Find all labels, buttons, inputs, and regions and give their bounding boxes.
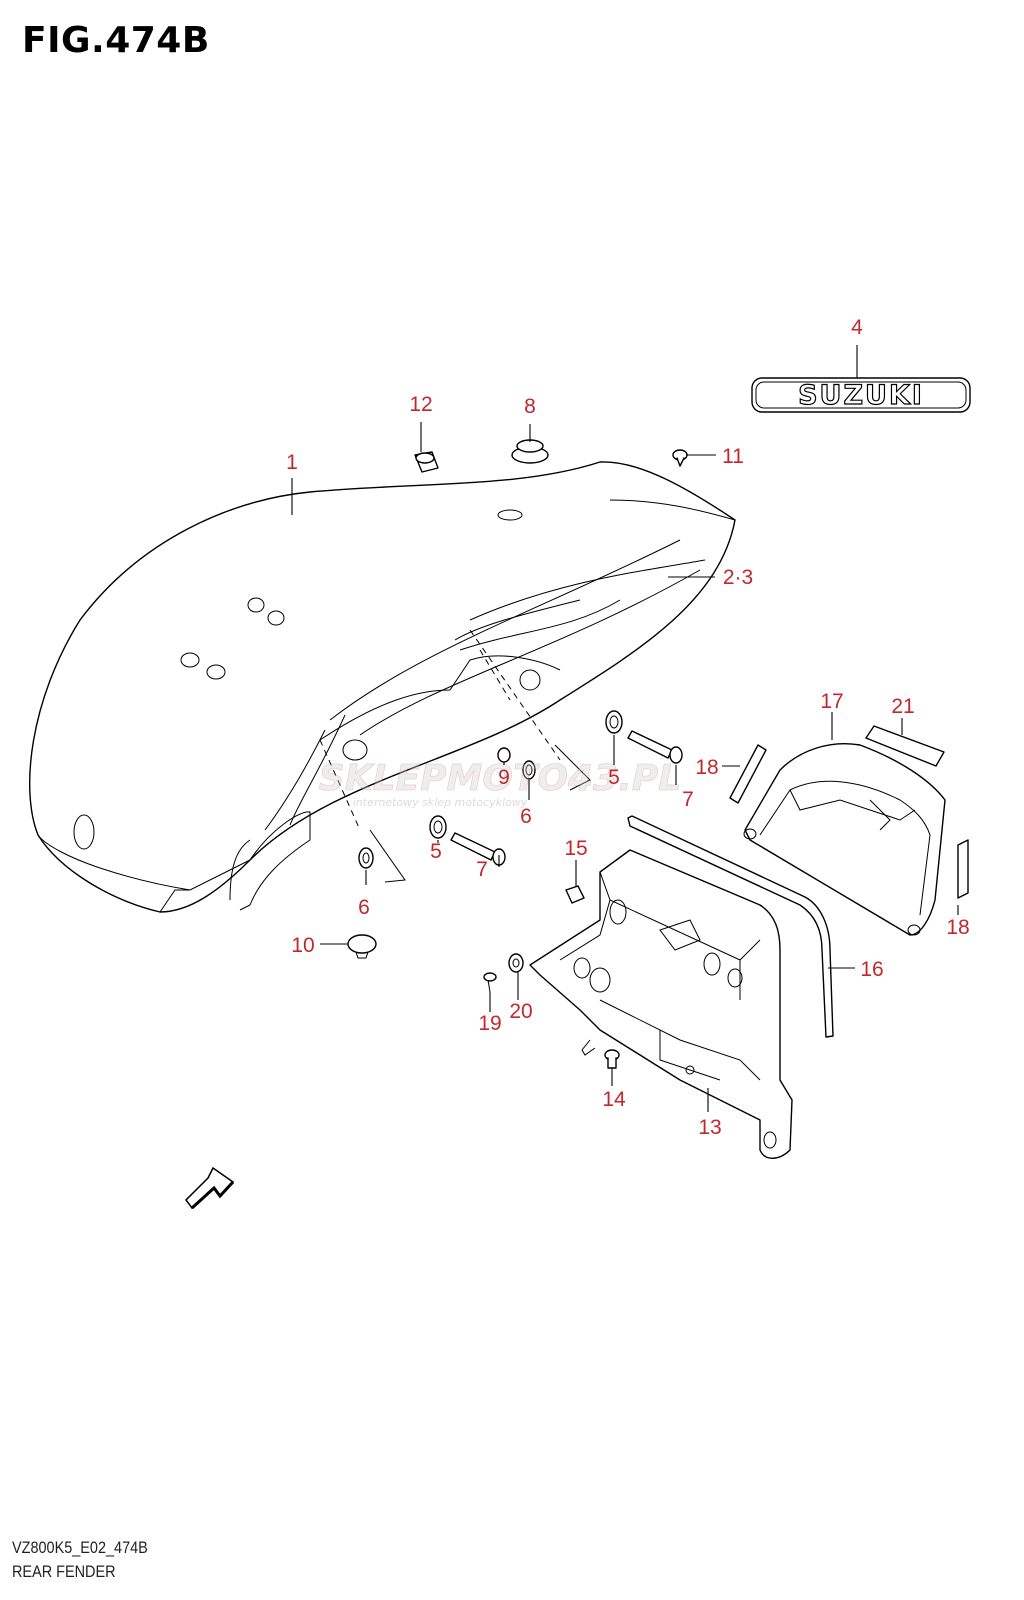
callout-18-right: 18 [946,916,969,939]
callout-11: 11 [722,445,744,468]
callout-5-upper: 5 [608,766,620,789]
callout-19: 19 [478,1012,501,1035]
callout-1: 1 [286,451,298,474]
screw-19-part [483,972,497,993]
callout-20: 20 [509,1000,532,1023]
figure-title: FIG.474B [22,20,210,61]
bolt-14-part [604,1049,620,1069]
suzuki-emblem-text: SUZUKI [798,380,924,411]
callout-7-upper: 7 [682,788,694,811]
washer-20-part [508,953,524,973]
grommet-8-part [511,439,549,464]
pad-21-part [865,725,945,767]
watermark-tagline: internetowy sklep motocyklowy [353,796,528,809]
light-housing-17-part [743,743,946,936]
clip-11-part [672,449,688,467]
suzuki-emblem-part: SUZUKI [751,377,971,413]
callout-labels: 1 2·3 4 5 5 6 6 6 7 7 8 9 10 11 12 13 14… [286,316,970,1139]
callout-12: 12 [409,393,432,416]
rod-16-part [627,815,834,1038]
figure-name: REAR FENDER [12,1562,116,1581]
callout-14: 14 [602,1088,626,1111]
callout-6-lower: 6 [358,896,370,919]
callout-9: 9 [498,766,510,789]
callout-5-lower: 5 [430,840,442,863]
watermark: SKLEPMOTO43.PL internetowy sklep motocyk… [318,758,681,809]
callout-7-lower: 7 [476,858,488,881]
leader-lines [291,345,959,1112]
callout-17: 17 [820,690,843,713]
bushing-12-part [414,451,439,473]
callout-16: 16 [860,958,883,981]
callout-8: 8 [524,395,536,418]
washer-6-part [358,760,536,869]
rear-fender-part [28,461,736,913]
clip-15-part [565,885,585,904]
spacer-5-part [429,710,623,839]
callout-6-upper: 6 [520,805,532,828]
bolt-7-part [450,730,683,866]
callout-18-left: 18 [695,756,718,779]
callout-13: 13 [698,1116,721,1139]
figure-code: VZ800K5_E02_474B [12,1538,148,1557]
bracket-13-part [529,849,793,1159]
cushion-18-part [729,744,969,899]
cap-10-part [347,934,377,959]
front-direction-arrow-icon [185,1166,235,1210]
callout-4: 4 [851,316,863,339]
callout-15: 15 [564,837,587,860]
callout-10: 10 [291,934,314,957]
callout-2-3: 2·3 [723,566,753,589]
watermark-brand: SKLEPMOTO43.PL [319,758,681,799]
callout-21: 21 [891,695,914,718]
